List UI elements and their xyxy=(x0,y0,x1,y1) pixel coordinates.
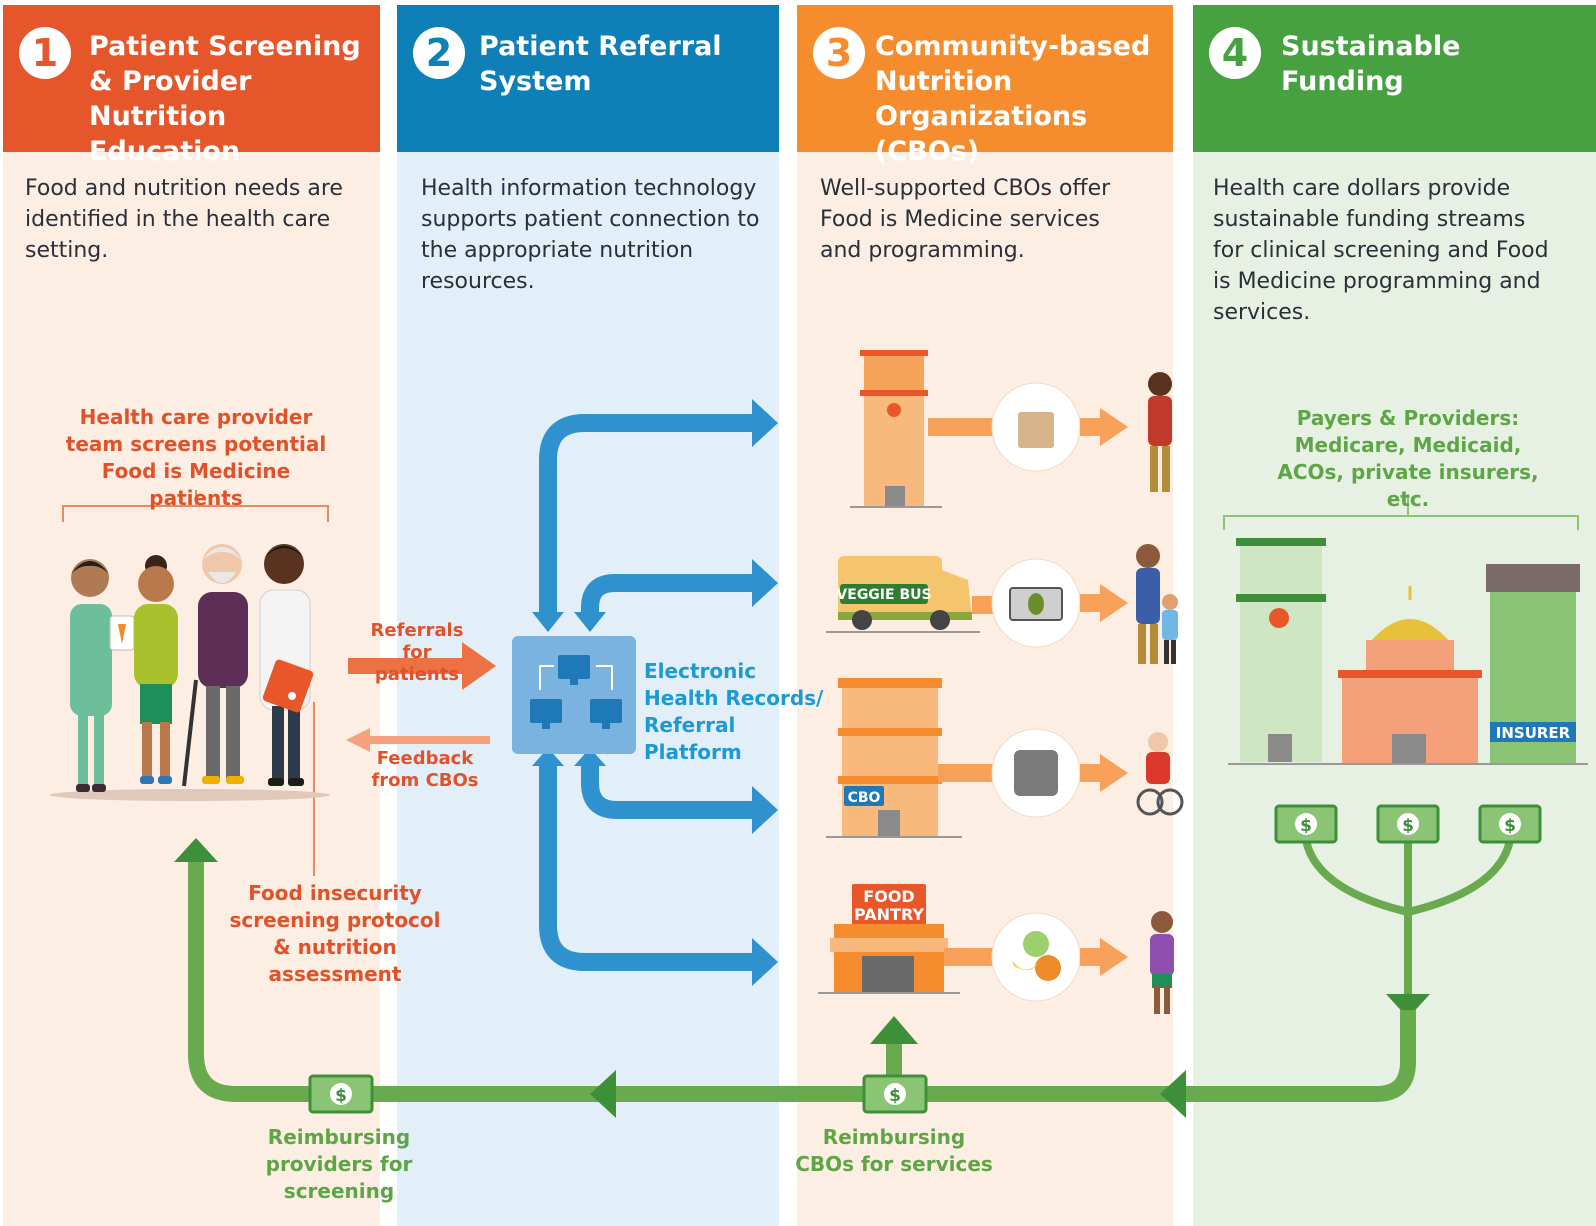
column-4-header: 4 Sustainable Funding xyxy=(1193,5,1596,152)
arrowhead xyxy=(1100,584,1128,622)
food-pantry-sign-line1: FOOD xyxy=(863,887,914,906)
provider-bracket xyxy=(62,490,329,522)
melon-shape xyxy=(1023,931,1049,957)
referral-branch-arrows xyxy=(539,414,760,971)
reimbursing-providers-label: Reimbursing providers for screening xyxy=(265,1125,413,1203)
doctor-figure xyxy=(259,544,314,786)
left-arrowhead-mid xyxy=(590,1070,616,1118)
column-title: Patient Referral System xyxy=(479,31,722,97)
food-pantry-icon: FOOD PANTRY xyxy=(818,884,960,994)
reimbursing-cbos-label: Reimbursing CBOs for services xyxy=(795,1125,993,1176)
left-arrowhead-right xyxy=(1160,1070,1186,1118)
column-4-description: Health care dollars provide sustainable … xyxy=(1213,176,1549,325)
veggie-bus-icon: VEGGIE BUS xyxy=(826,556,980,633)
ehr-label: Electronic Health Records/ Referral Plat… xyxy=(644,659,824,764)
insurer-building-icon: INSURER xyxy=(1486,564,1580,764)
cbo-connector xyxy=(1080,594,1100,612)
veggie-bus-sign: VEGGIE BUS xyxy=(836,587,931,603)
screening-protocol-label: Food insecurity screening protocol & nut… xyxy=(229,881,441,986)
column-3-description: Well-supported CBOs offer Food is Medici… xyxy=(820,176,1111,263)
dollar-bill-icon: $ xyxy=(862,1074,928,1114)
column-1-header: 1 Patient Screening & Provider Nutrition… xyxy=(3,5,380,167)
dollar-sign: $ xyxy=(1402,816,1414,836)
dollar-sign: $ xyxy=(1504,816,1516,836)
computer-network-icon xyxy=(512,636,636,754)
banana-shape xyxy=(1012,960,1040,971)
cbo-reimbursement-arrow xyxy=(870,1016,918,1084)
cbo-connector xyxy=(944,948,996,966)
feedback-arrow xyxy=(346,728,490,752)
tray-shape xyxy=(1014,750,1058,796)
arrowhead xyxy=(1100,408,1128,446)
step-number: 4 xyxy=(1209,27,1261,79)
bag-shape xyxy=(1018,412,1054,448)
funding-arrowhead xyxy=(1386,994,1430,1018)
elderly-man-figure xyxy=(182,544,248,787)
column-3-header: 3 Community-based Nutrition Organization… xyxy=(797,5,1173,167)
capitol-icon xyxy=(1338,586,1482,764)
dollar-sign: $ xyxy=(889,1086,901,1106)
arrowhead xyxy=(1100,754,1128,792)
orange-shape xyxy=(1035,955,1061,981)
cbo-connector xyxy=(928,418,996,436)
dollar-bill-icon: $ xyxy=(1478,804,1542,844)
column-2-header: 2 Patient Referral System xyxy=(397,5,779,152)
dollar-bill-icon: $ xyxy=(1376,804,1440,844)
referrals-label: Referrals for patients xyxy=(370,620,464,685)
avocado-shape xyxy=(1028,593,1044,615)
family-recipient-figure xyxy=(1136,544,1178,664)
nurse-figure xyxy=(70,559,135,792)
cbo-connector xyxy=(1080,948,1100,966)
arrowheads-blue xyxy=(532,399,778,986)
funding-tree xyxy=(1302,836,1514,1004)
payers-label: Payers & Providers: Medicare, Medicaid, … xyxy=(1277,406,1539,511)
dollar-bill-icon: $ xyxy=(1274,804,1338,844)
column-1-description: Food and nutrition needs are identified … xyxy=(25,176,343,263)
hospital-icon xyxy=(850,350,942,508)
cbo-connector xyxy=(972,596,996,614)
referral-arrow xyxy=(348,642,496,690)
cbo-connector xyxy=(938,764,996,782)
dollar-bill-icon: $ xyxy=(308,1074,374,1114)
insurer-sign: INSURER xyxy=(1496,724,1571,742)
payers-bracket xyxy=(1223,494,1579,530)
cbo-building-icon: CBO xyxy=(826,678,962,838)
elderly-recipient-figure xyxy=(1148,372,1172,492)
cbo-connector xyxy=(1080,418,1100,436)
ground-shadow xyxy=(50,789,330,801)
dollar-sign: $ xyxy=(335,1086,347,1106)
step-number: 3 xyxy=(813,27,865,79)
cbo-sign: CBO xyxy=(848,790,881,806)
column-2-description: Health information technology supports p… xyxy=(421,176,760,294)
arrowhead xyxy=(1100,938,1128,976)
child-recipient-figure xyxy=(1150,911,1174,1014)
step-number: 1 xyxy=(19,27,71,79)
wheelchair-recipient-figure xyxy=(1136,732,1184,816)
hospital-building-icon xyxy=(1236,538,1326,762)
step-number: 2 xyxy=(413,27,465,79)
food-pantry-sign-line2: PANTRY xyxy=(854,905,924,924)
cbo-connector xyxy=(1080,764,1100,782)
column-title: Community-based Nutrition Organizations … xyxy=(875,31,1151,167)
dollar-sign: $ xyxy=(1300,816,1312,836)
feedback-label: Feedback from CBOs xyxy=(371,748,479,791)
up-arrowhead-providers xyxy=(174,838,218,862)
provider-team-label: Health care provider team screens potent… xyxy=(65,405,327,510)
column-title: Sustainable Funding xyxy=(1281,31,1461,97)
woman-figure xyxy=(134,555,178,784)
column-title: Patient Screening & Provider Nutrition E… xyxy=(89,31,361,167)
reimbursement-loop xyxy=(188,860,1416,1102)
